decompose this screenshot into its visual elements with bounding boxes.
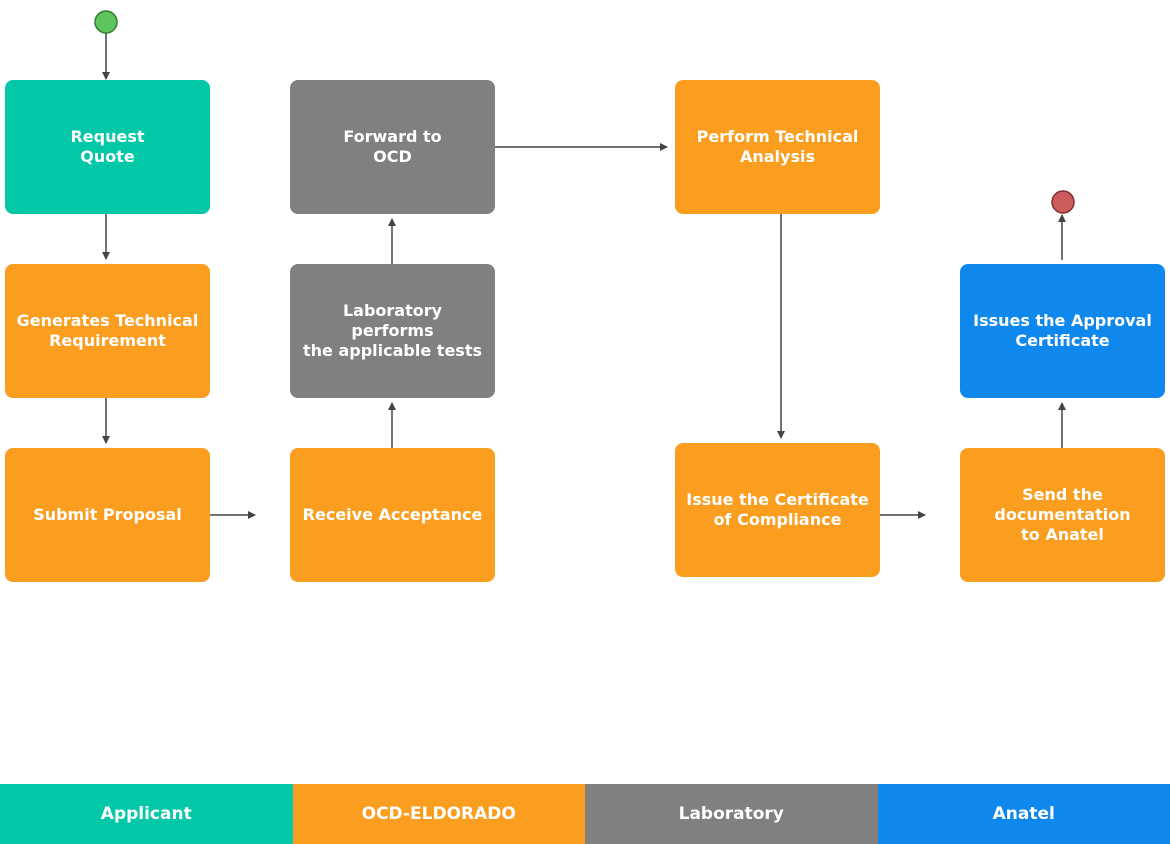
- node-submit-proposal: Submit Proposal: [5, 448, 210, 582]
- start-node: [94, 10, 118, 34]
- legend-anatel: Anatel: [877, 784, 1170, 844]
- node-issues-approval-certificate: Issues the Approval Certificate: [960, 264, 1165, 398]
- node-forward-to-ocd: Forward to OCD: [290, 80, 495, 214]
- legend-bar: Applicant OCD-ELDORADO Laboratory Anatel: [0, 784, 1170, 844]
- node-issue-certificate-of-compliance: Issue the Certificate of Compliance: [675, 443, 880, 577]
- legend-ocd-eldorado: OCD-ELDORADO: [292, 784, 585, 844]
- node-request-quote: Request Quote: [5, 80, 210, 214]
- node-receive-acceptance: Receive Acceptance: [290, 448, 495, 582]
- node-laboratory-tests: Laboratory performs the applicable tests: [290, 264, 495, 398]
- node-perform-technical-analysis: Perform Technical Analysis: [675, 80, 880, 214]
- node-send-documentation: Send the documentation to Anatel: [960, 448, 1165, 582]
- legend-applicant: Applicant: [0, 784, 293, 844]
- node-generates-technical-requirement: Generates Technical Requirement: [5, 264, 210, 398]
- legend-laboratory: Laboratory: [585, 784, 878, 844]
- end-node: [1051, 190, 1075, 214]
